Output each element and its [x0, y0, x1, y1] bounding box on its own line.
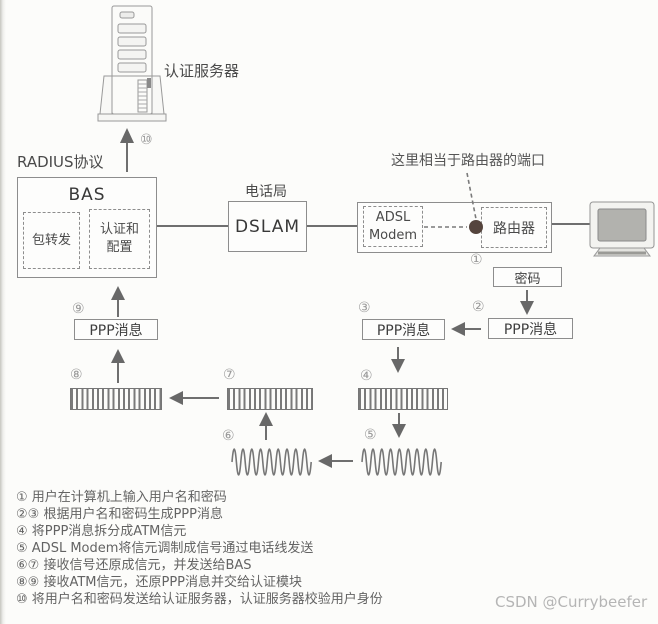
ppp-message-label: PPP消息: [376, 322, 431, 339]
step-marker-5: ⑤: [364, 427, 377, 443]
atm-cells-bar-8: [70, 388, 162, 410]
bas-auth-config-module: 认证和 配置: [89, 209, 150, 269]
step-marker-2: ②: [472, 299, 485, 315]
legend-item-5: ⑥⑦ 接收信号还原成信元，并发送给BAS: [16, 558, 252, 573]
ppp-message-box-9: PPP消息: [74, 319, 158, 340]
modulated-signal-waves: [231, 448, 442, 476]
user-computer-icon: [589, 201, 655, 257]
bas-box: BAS 包转发 认证和 配置: [17, 177, 157, 278]
bas-title: BAS: [68, 185, 106, 205]
adsl-label-line1: ADSL: [375, 209, 411, 225]
step-marker-1: ①: [470, 252, 483, 268]
atm-cells-bar-7: [227, 388, 313, 410]
page-edge-shading: [0, 0, 6, 624]
legend-item-7: ⑩ 将用户名和密码发送给认证服务器，认证服务器校验用户身份: [16, 592, 383, 607]
telephone-office-label: 电话局: [245, 184, 287, 200]
router-port-dot: [469, 220, 483, 234]
legend-item-6: ⑧⑨ 接收ATM信元，还原PPP消息并交给认证模块: [16, 575, 303, 590]
csdn-watermark: CSDN @Currybeefer: [495, 593, 648, 611]
adsl-modem-box: ADSL Modem: [363, 206, 423, 247]
step-marker-9: ⑨: [72, 301, 85, 317]
ppp-message-label: PPP消息: [89, 322, 143, 339]
packet-forward-label: 包转发: [31, 232, 71, 248]
step-marker-10: ⑩: [140, 132, 153, 148]
atm-cells-bar-4: [358, 388, 448, 410]
signal-wave-6: [231, 448, 312, 476]
adsl-label-line2: Modem: [368, 227, 418, 243]
legend-item-2: ②③ 根据用户名和密码生成PPP消息: [16, 507, 223, 522]
auth-server-label: 认证服务器: [164, 62, 240, 80]
step-marker-6: ⑥: [222, 428, 235, 444]
legend: ① 用户在计算机上输入用户名和密码 ②③ 根据用户名和密码生成PPP消息 ④ 将…: [16, 489, 383, 608]
ppp-message-box-2: PPP消息: [488, 318, 573, 339]
step-marker-7: ⑦: [223, 367, 236, 383]
step-marker-8: ⑧: [70, 367, 83, 383]
auth-config-label-line2: 配置: [106, 240, 133, 255]
connector-lines: [117, 141, 592, 462]
legend-item-1: ① 用户在计算机上输入用户名和密码: [16, 490, 227, 505]
router-port-annotation: 这里相当于路由器的端口: [391, 153, 545, 169]
auth-server-icon: [97, 5, 167, 122]
ppp-message-box-3: PPP消息: [362, 319, 445, 340]
legend-item-3: ④ 将PPP消息拆分成ATM信元: [16, 524, 187, 539]
password-label: 密码: [514, 271, 541, 287]
password-box: 密码: [493, 267, 562, 287]
dslam-label: DSLAM: [234, 216, 301, 237]
dslam-box: DSLAM: [228, 201, 307, 252]
auth-config-label-line1: 认证和: [99, 222, 139, 238]
radius-protocol-label: RADIUS协议: [17, 153, 104, 171]
step-marker-4: ④: [360, 368, 373, 384]
signal-wave-5: [361, 448, 442, 476]
legend-item-4: ⑤ ADSL Modem将信元调制成信号通过电话线发送: [16, 541, 314, 556]
step-marker-3: ③: [358, 300, 371, 316]
ppp-message-label: PPP消息: [503, 321, 558, 338]
router-label: 路由器: [493, 220, 535, 237]
bas-packet-forward-module: 包转发: [23, 212, 80, 269]
arrow-heads: [111, 128, 534, 468]
